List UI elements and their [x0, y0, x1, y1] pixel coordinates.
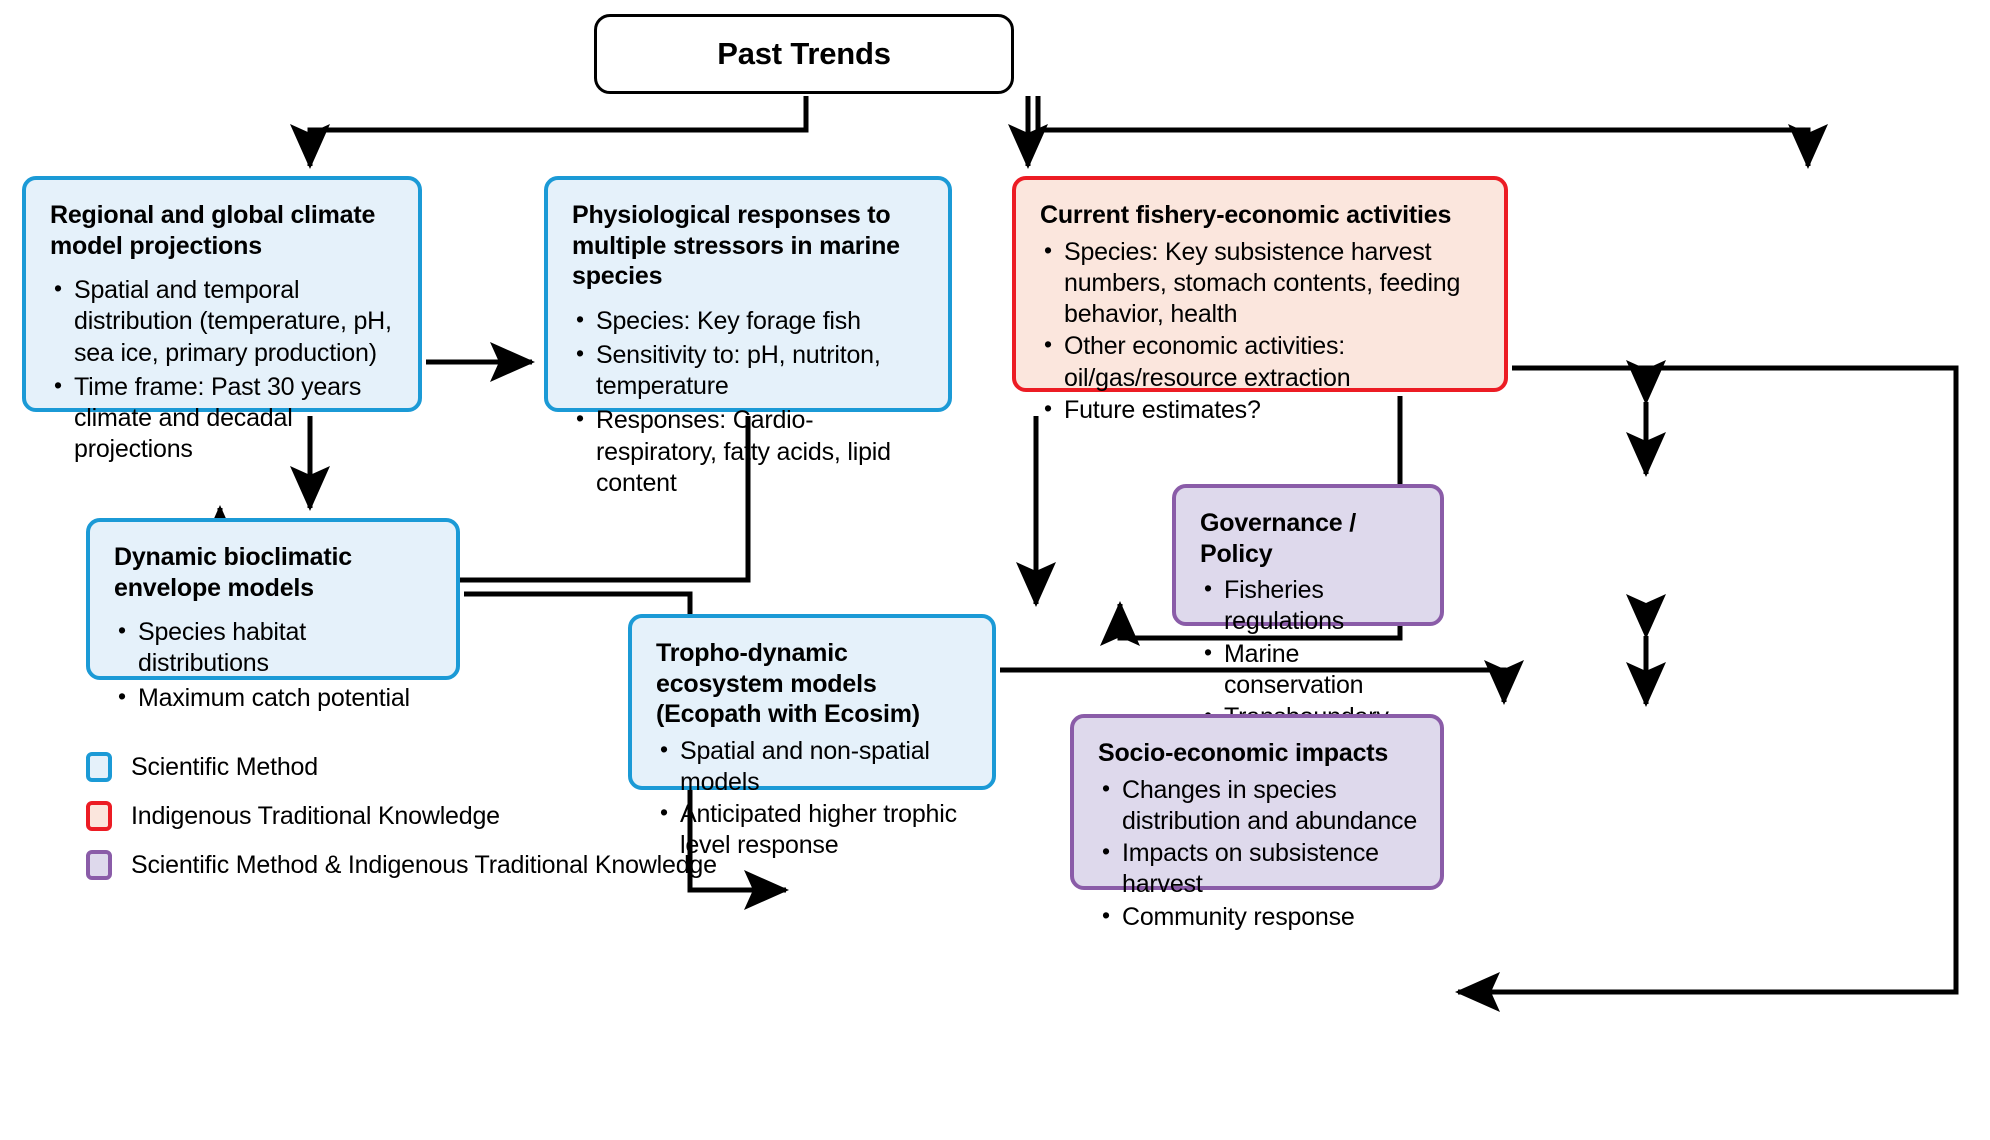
- node-dynamic-bioclimatic-envelope-models[interactable]: Dynamic bioclimatic envelope models Spec…: [86, 518, 460, 712]
- list-item: Sensitivity to: pH, nutriton, temperatur…: [572, 339, 926, 403]
- edge-fishery-to-socioeconomic: [1454, 365, 1959, 1012]
- legend: Scientific Method Indigenous Traditional…: [86, 752, 717, 899]
- legend-swatch-red-icon: [86, 801, 112, 831]
- node-dynamic-bioclimatic-envelope-models-bullets: Species habitat distributions Maximum ca…: [114, 616, 434, 714]
- list-item: Community response: [1098, 900, 1418, 933]
- list-item: Future estimates?: [1040, 394, 1482, 426]
- node-current-fishery-economic-activities-title: Current fishery-economic activities: [1040, 201, 1452, 229]
- legend-swatch-blue-icon: [86, 752, 112, 782]
- node-trophodynamic-ecosystem-models-title: Tropho-dynamic ecosystem models (Ecopath…: [656, 639, 920, 728]
- node-socio-economic-impacts-title: Socio-economic impacts: [1098, 739, 1389, 767]
- node-socio-economic-impacts-bullets: Changes in species distribution and abun…: [1098, 774, 1418, 933]
- node-climate-projections-title: Regional and global climate model projec…: [50, 201, 376, 260]
- node-physiological-responses[interactable]: Physiological responses to multiple stre…: [544, 176, 952, 497]
- node-climate-projections-bullets: Spatial and temporal distribution (tempe…: [50, 274, 396, 466]
- node-dynamic-bioclimatic-envelope-models-title: Dynamic bioclimatic envelope models: [114, 543, 352, 602]
- node-climate-projections[interactable]: Regional and global climate model projec…: [22, 176, 422, 463]
- legend-swatch-purple-icon: [86, 850, 112, 880]
- node-physiological-responses-bullets: Species: Key forage fish Sensitivity to:…: [572, 304, 926, 500]
- list-item: Species: Key forage fish: [572, 304, 926, 337]
- edge-past-to-fishery: [1035, 96, 1828, 170]
- list-item: Spatial and temporal distribution (tempe…: [50, 274, 396, 369]
- list-item: Species habitat distributions: [114, 616, 434, 680]
- list-item: Time frame: Past 30 years climate and de…: [50, 371, 396, 466]
- edge-past-to-climate: [290, 96, 809, 170]
- node-past-trends-title: Past Trends: [717, 36, 891, 72]
- list-item: Impacts on subsistence harvest: [1098, 837, 1418, 901]
- list-item: Marine conservation: [1200, 638, 1418, 702]
- node-socio-economic-impacts[interactable]: Socio-economic impacts Changes in specie…: [1070, 714, 1444, 931]
- legend-item-indigenous-traditional-knowledge: Indigenous Traditional Knowledge: [86, 801, 717, 831]
- list-item: Responses: Cardio-respiratory, fatty aci…: [572, 404, 926, 499]
- node-governance-policy-title: Governance / Policy: [1200, 509, 1356, 568]
- legend-label: Scientific Method: [131, 752, 318, 781]
- list-item: Species: Key subsistence harvest numbers…: [1040, 236, 1482, 331]
- node-governance-policy-bullets: Fisheries regulations Marine conservatio…: [1200, 574, 1418, 733]
- node-past-trends[interactable]: Past Trends: [594, 14, 1014, 94]
- list-item: Other economic activities: oil/gas/resou…: [1040, 330, 1482, 394]
- node-current-fishery-economic-activities[interactable]: Current fishery-economic activities Spec…: [1012, 176, 1508, 424]
- node-governance-policy[interactable]: Governance / Policy Fisheries regulation…: [1172, 484, 1444, 731]
- list-item: Fisheries regulations: [1200, 574, 1418, 638]
- list-item: Maximum catch potential: [114, 681, 434, 714]
- legend-label: Indigenous Traditional Knowledge: [131, 801, 500, 830]
- node-physiological-responses-title: Physiological responses to multiple stre…: [572, 201, 900, 290]
- legend-label: Scientific Method & Indigenous Tradition…: [131, 850, 717, 879]
- legend-item-scientific-method: Scientific Method: [86, 752, 717, 782]
- list-item: Changes in species distribution and abun…: [1098, 774, 1418, 838]
- node-current-fishery-economic-activities-bullets: Species: Key subsistence harvest numbers…: [1040, 236, 1482, 427]
- legend-item-both: Scientific Method & Indigenous Tradition…: [86, 850, 717, 880]
